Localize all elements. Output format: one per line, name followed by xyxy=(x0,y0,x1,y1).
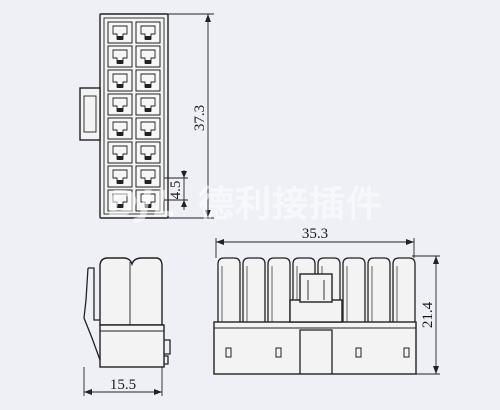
front-view-pocket xyxy=(299,329,333,374)
dimension-side-width: 15.5 xyxy=(110,377,136,393)
base-notch xyxy=(355,347,362,358)
front-view-base xyxy=(213,321,417,375)
base-notch xyxy=(275,347,282,358)
top-view-latch-window xyxy=(83,95,97,133)
terminal-tower xyxy=(267,257,291,322)
side-view-upper-body xyxy=(99,257,163,326)
cavity-key xyxy=(117,84,123,88)
dim-arrows-15-5 xyxy=(84,389,162,395)
terminal-tower xyxy=(392,257,416,322)
terminal-tower xyxy=(367,257,391,322)
watermark: DJL 德利接插件 xyxy=(108,184,383,225)
front-view-latch xyxy=(299,273,333,303)
base-notch xyxy=(403,347,410,358)
terminal-tower xyxy=(242,257,266,322)
terminal-tower xyxy=(342,257,366,322)
cavity-key xyxy=(145,204,151,208)
cavity xyxy=(107,117,133,140)
cavity xyxy=(107,165,133,188)
cavity-key xyxy=(117,180,123,184)
dimension-top-height: 37.3 xyxy=(192,105,208,131)
cavity-key xyxy=(117,156,123,160)
cavity xyxy=(135,69,161,92)
cavity-key xyxy=(117,108,123,112)
cavity xyxy=(135,45,161,68)
cavity-key xyxy=(117,204,123,208)
cavity-key xyxy=(145,132,151,136)
side-view-peg-upper xyxy=(164,339,171,355)
side-view-base xyxy=(99,324,165,368)
cavity-key xyxy=(145,60,151,64)
cavity xyxy=(135,93,161,116)
side-view-peg-lower xyxy=(164,355,169,365)
cavity xyxy=(135,189,161,212)
cavity xyxy=(107,189,133,212)
dimension-front-height: 21.4 xyxy=(420,301,436,328)
top-view-latch xyxy=(79,87,101,141)
cavity xyxy=(107,21,133,44)
terminal-tower xyxy=(217,257,241,322)
top-view-inner-frame xyxy=(103,17,165,215)
cavity-key xyxy=(117,60,123,64)
top-view: 37.3 4.5 xyxy=(79,13,214,219)
notch-row xyxy=(225,347,410,358)
cavity-grid xyxy=(107,21,161,212)
cavity xyxy=(107,69,133,92)
cavity-key xyxy=(145,180,151,184)
cavity xyxy=(135,21,161,44)
cavity-key xyxy=(145,36,151,40)
front-view: 35.3 21.4 xyxy=(213,226,440,375)
cavity xyxy=(107,93,133,116)
dimension-top-pitch: 4.5 xyxy=(168,181,184,200)
cavity xyxy=(135,117,161,140)
front-view-latch-housing xyxy=(289,299,343,323)
watermark-chinese: 德利接插件 xyxy=(198,184,383,225)
base-notch xyxy=(225,347,232,358)
cavity-key xyxy=(145,84,151,88)
side-view-latch-arm xyxy=(88,267,100,321)
cavity xyxy=(107,45,133,68)
cavity xyxy=(135,165,161,188)
cavity-key xyxy=(145,108,151,112)
side-view: 15.5 xyxy=(83,257,171,396)
side-view-latch-profile xyxy=(83,267,101,361)
cavity xyxy=(107,141,133,164)
cavity xyxy=(135,141,161,164)
cavity-key xyxy=(117,36,123,40)
watermark-logo: DJL xyxy=(108,184,177,225)
cavity-key xyxy=(145,156,151,160)
cavity-key xyxy=(117,132,123,136)
dimension-front-width: 35.3 xyxy=(302,226,328,242)
